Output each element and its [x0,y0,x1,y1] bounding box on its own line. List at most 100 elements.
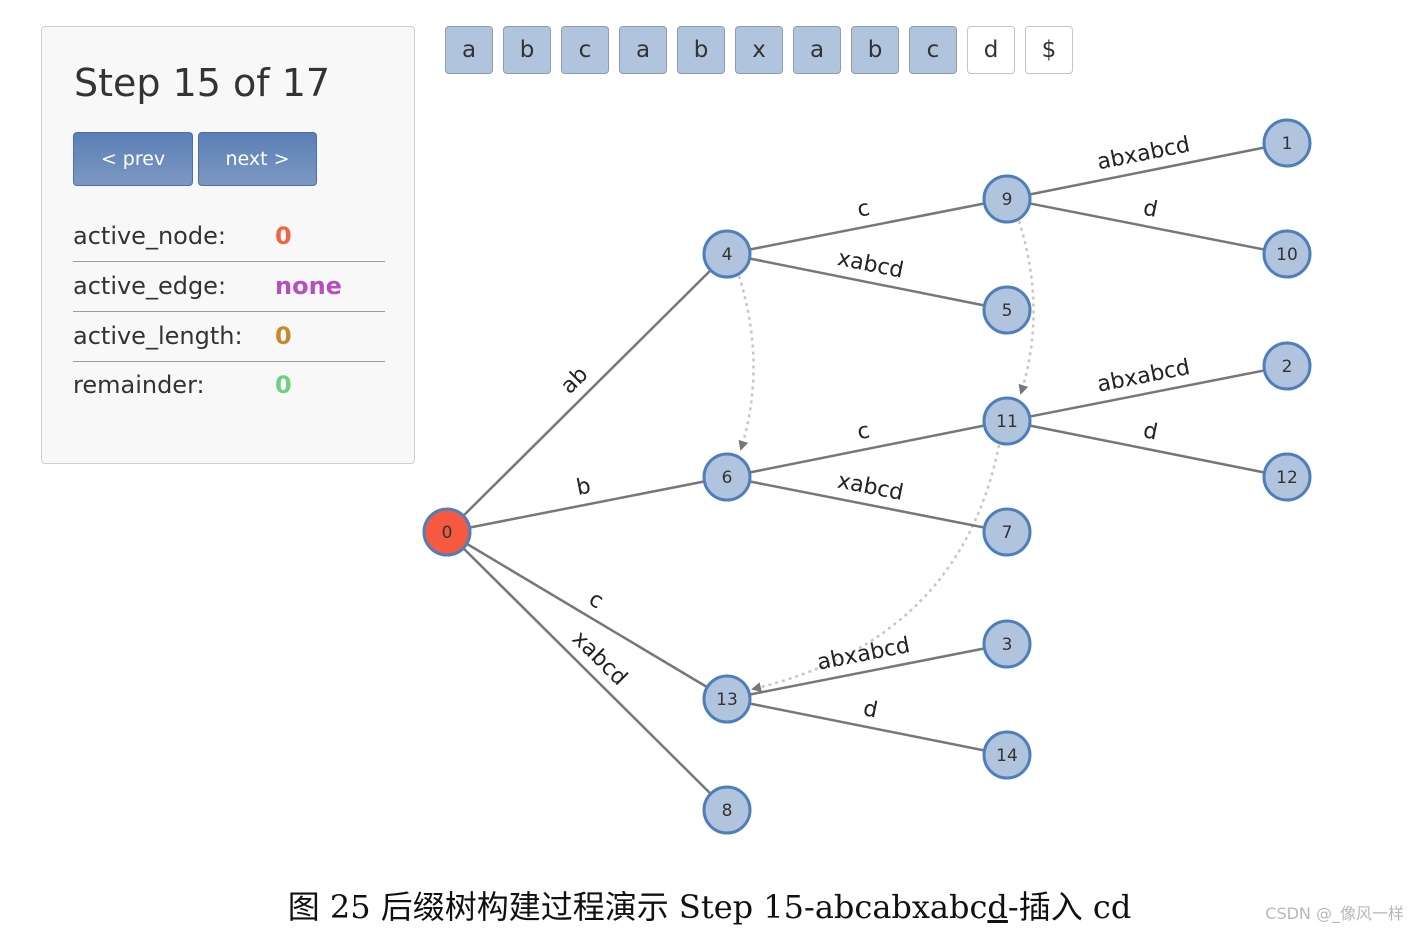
step-title: Step 15 of 17 [74,61,331,105]
var-row-remainder: remainder: 0 [73,361,385,411]
node-circle [982,285,1032,335]
edge-label: d [861,696,880,723]
active-edge-value: none [275,272,342,300]
node-circle [702,452,752,502]
suffix-link-arrow [1017,220,1035,395]
tree-node: 3 [982,619,1032,669]
tree-edge [446,253,728,533]
caption-suffix: -插入 cd [1007,888,1132,926]
node-label: 11 [996,412,1018,432]
suffix-link-arrow [751,444,1001,693]
tree-edge [726,642,1008,701]
node-label: 12 [1276,468,1298,488]
suffix-links [737,220,1035,693]
var-row-active-length: active_length: 0 [73,312,385,362]
tree-edge [726,697,1008,757]
edge-label: abxabcd [1095,355,1192,398]
caption-prefix: 图 25 后缀树构建过程演示 Step 15-abcabxabc [287,888,988,926]
tree-node: 4 [702,229,752,279]
tree-node: 13 [702,674,752,724]
edge-label: b [574,474,593,501]
tree-edge [726,252,1008,312]
node-circle [1262,341,1312,391]
node-label: 1 [1282,134,1293,154]
suffix-tree-diagram: abbcxabcdcxabcdcxabcdabxabcddabxabcddabx… [422,118,1312,835]
node-circle [702,674,752,724]
suffix-link-arrow [737,275,755,451]
active-length-value: 0 [275,322,292,350]
node-label: 5 [1002,301,1013,321]
edge-label: d [1141,418,1160,445]
tree-node: 2 [1262,341,1312,391]
active-node-value: 0 [275,222,292,250]
string-char-cell: b [503,26,551,74]
string-char-cell: b [677,26,725,74]
node-circle [982,396,1032,446]
tree-edge [446,530,728,701]
node-label: 3 [1002,635,1013,655]
caption-underlined-char: d [987,888,1008,926]
prev-button[interactable]: < prev [73,132,193,186]
tree-node: 12 [1262,452,1312,502]
tree-node: 1 [1262,118,1312,168]
node-circle [982,730,1032,780]
tree-edge [1006,197,1288,256]
tree-edge [726,419,1008,479]
tree-edge [446,531,728,811]
active-node-label: active_node: [73,222,226,250]
tree-edge [1006,419,1288,479]
node-circle [422,507,472,557]
node-label: 2 [1282,357,1293,377]
edge-label: c [855,418,872,445]
string-char-cell: c [909,26,957,74]
node-label: 13 [716,690,738,710]
node-circle [982,619,1032,669]
tree-node: 8 [702,785,752,835]
node-circle [982,507,1032,557]
node-circle [1262,118,1312,168]
node-circle [702,229,752,279]
tree-node: 11 [982,396,1032,446]
string-char-cell: x [735,26,783,74]
node-circle [702,785,752,835]
remainder-value: 0 [275,371,292,399]
tree-node: 9 [982,174,1032,224]
tree-nodes: 0 4 6 13 8 9 5 11 7 3 14 1 10 2 12 [422,118,1312,835]
tree-node: 6 [702,452,752,502]
tree-node: 14 [982,730,1032,780]
node-circle [982,174,1032,224]
tree-node: 10 [1262,229,1312,279]
remainder-label: remainder: [73,371,205,399]
var-row-active-edge: active_edge: none [73,262,385,312]
tree-edge [446,475,728,534]
node-label: 14 [996,746,1018,766]
control-panel: Step 15 of 17 < prev next > active_node:… [41,26,415,464]
node-label: 10 [1276,245,1298,265]
node-label: 4 [722,245,733,265]
string-char-cell: a [793,26,841,74]
tree-edges [446,141,1288,811]
node-label: 8 [722,801,733,821]
active-length-label: active_length: [73,322,243,350]
node-label: 9 [1002,190,1013,210]
edge-label: abxabcd [1095,132,1192,175]
edge-label: c [855,196,872,223]
string-char-cell: d [967,26,1015,74]
string-char-cell: a [445,26,493,74]
edge-labels: abbcxabcdcxabcdcxabcdabxabcddabxabcddabx… [556,132,1192,723]
string-char-cell: a [619,26,667,74]
var-row-active-node: active_node: 0 [73,212,385,262]
node-circle [1262,229,1312,279]
watermark: CSDN @_像风一样 [1265,904,1404,923]
node-label: 6 [722,468,733,488]
next-button[interactable]: next > [198,132,317,186]
root-node: 0 [422,507,472,557]
string-char-cell: $ [1025,26,1073,74]
tree-node: 7 [982,507,1032,557]
active-edge-label: active_edge: [73,272,227,300]
edge-label: c [584,587,607,615]
string-char-cell: c [561,26,609,74]
string-char-cell: b [851,26,899,74]
edge-label: d [1141,196,1160,223]
tree-edge [1006,141,1288,201]
